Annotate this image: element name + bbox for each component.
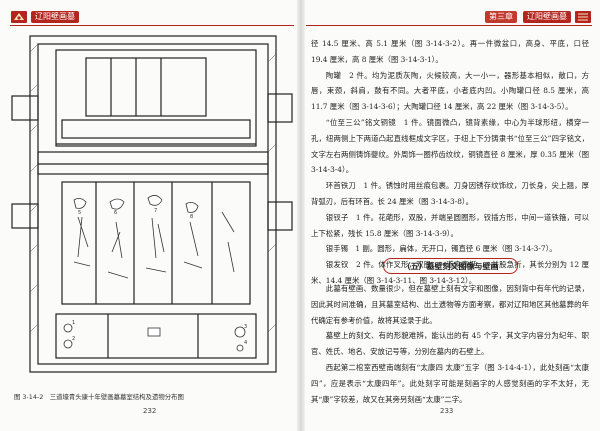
figure-caption: 图 3-14-2 三道壕青头康十年壁画墓墓室结构及遗物分布图 (14, 393, 184, 401)
left-header-rule (10, 25, 294, 26)
left-header-tag: 辽阳壁画墓 (31, 11, 79, 23)
right-body-bottom: 此墓有壁画、数量很少，但在墓壁上刻有文字和图像，因刻背中有年代的记录，因此其时间… (311, 281, 589, 407)
paragraph-bronze-mirror: “位至三公”铭文铜镜 1 件。镜面微凸，镜背素缘，中心为半球形纽，横穿一孔，纽两… (311, 117, 589, 175)
right-header-rule (306, 25, 592, 26)
paragraph-continuation: 径 14.5 厘米、高 5.1 厘米（图 3-14-3-2）。再一件微盆口，高身… (311, 39, 589, 64)
red-emblem-icon (11, 11, 27, 23)
svg-text:4: 4 (244, 340, 247, 346)
tomb-plan-drawing: 1 2 3 4 5 6 7 8 (11, 35, 293, 373)
section-title: （五）墓壁刻文图像与壁画 (383, 258, 518, 274)
paragraph-pottery-jars: 陶罐 2 件。均为泥质灰陶，火候较高，大一小一，器形基本相似，敞口，方唇，束颈，… (311, 70, 589, 112)
left-page-number: 232 (143, 407, 157, 415)
right-header-title: 辽阳壁画墓 (523, 11, 571, 23)
right-page-number: 233 (440, 407, 454, 415)
paragraph-silver-bracelet: 银手镯 1 副。圆形，扁体，无开口，镯直径 6 厘米（图 3-14-3-7）。 (325, 244, 557, 254)
svg-text:2: 2 (72, 336, 75, 342)
right-header-chapter: 第三章 (485, 11, 517, 23)
paragraph-intro: 此墓有壁画、数量很少，但在墓壁上刻有文字和图像，因刻背中有年代的记录，因此其时间… (311, 284, 589, 325)
red-seal-icon (575, 11, 591, 23)
svg-text:6: 6 (114, 210, 117, 216)
svg-text:8: 8 (190, 214, 193, 220)
svg-text:5: 5 (78, 210, 81, 216)
svg-text:7: 7 (154, 208, 157, 214)
paragraph-inscriptions: 墓壁上的刻文、有的形貌难辨，能认出的有 45 个字，其文字内容分为纪年、职官、姓… (311, 331, 589, 357)
paragraph-west-wall: 西起第二棺室西壁南端刻有“太康四 太康”五字（图 3-14-4-1），此处刻画“… (311, 362, 589, 404)
right-body-top: 径 14.5 厘米、高 5.1 厘米（图 3-14-3-2）。再一件微盆口，高身… (311, 36, 589, 289)
right-header: 第三章 辽阳壁画墓 (482, 10, 592, 24)
paragraph-iron-knife: 环首铁刀 1 件。锈蚀时用丝痕包裹。刀身因锈存纹饰纹，刀长身，尖上翘，厚背弧刃，… (311, 181, 589, 206)
paragraph-silver-hair-fork: 银发钗 2 件。体作叉形，双股，一道身直挺，一并股急折，其长分别为 12 厘米、… (311, 260, 589, 285)
svg-text:3: 3 (244, 324, 247, 330)
svg-text:1: 1 (72, 320, 75, 326)
paragraph-silver-hairpin: 银钗子 1 件。花葩形，双股，并端呈圆圈形，钗插方形，中间一道铁箍，可以上下松紧… (311, 212, 589, 238)
book-gutter (297, 0, 305, 431)
left-header: 辽阳壁画墓 (10, 10, 82, 24)
